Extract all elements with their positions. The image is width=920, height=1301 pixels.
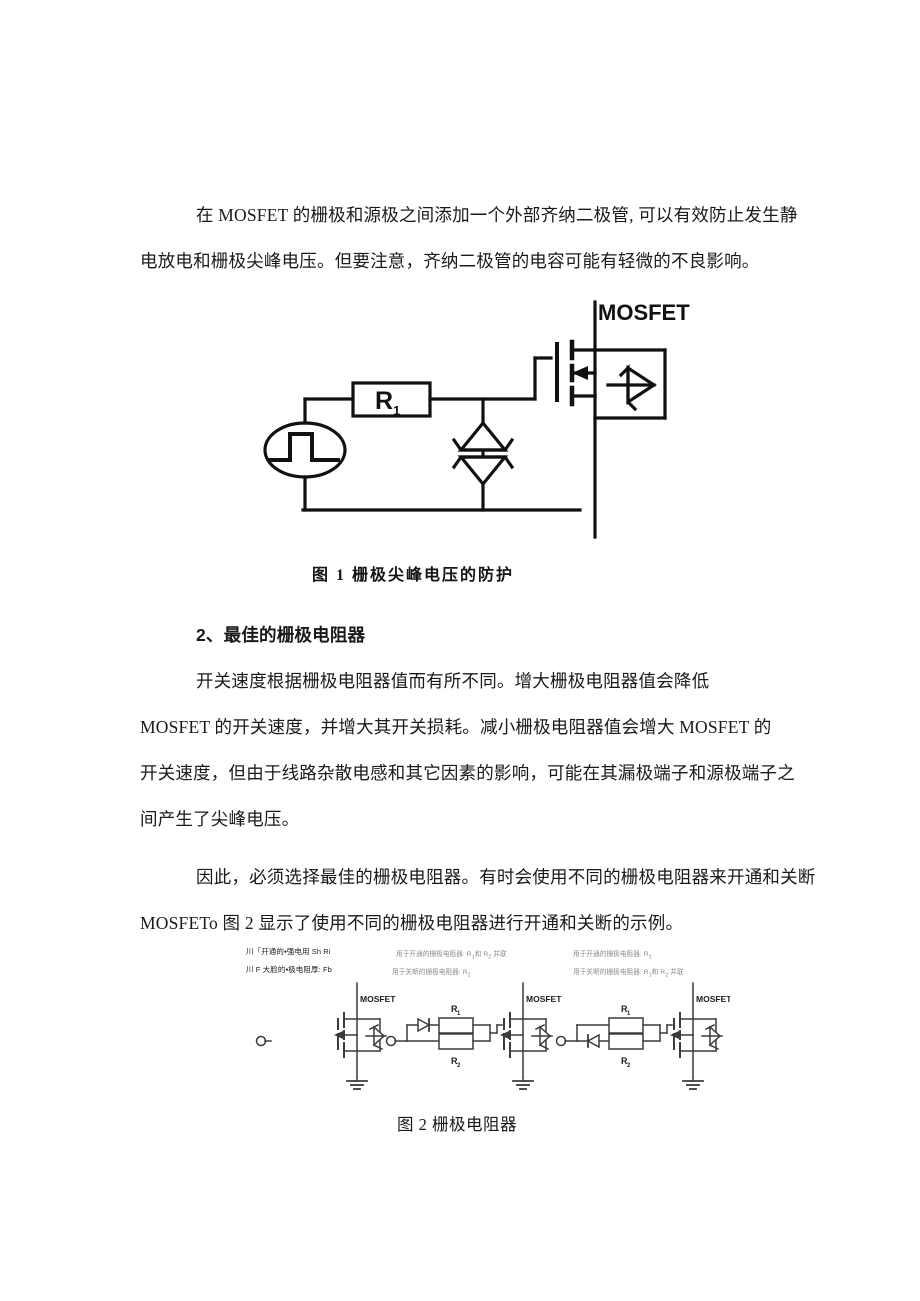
paragraph-3-line-2: MOSFET 的开关速度，并增大其开关损耗。减小栅极电阻器值会增大 MOSFET…: [140, 704, 771, 750]
annot-right-2-prefix: 用于关断的栅极电阻器: R: [573, 969, 649, 976]
c3-resistor-R1-body: [608, 1017, 644, 1034]
c3-gate-terminal-circle: [555, 1035, 567, 1047]
figure-2-annotation-left-1: 川「开通的▪强电用 Sh Ri: [246, 947, 331, 956]
c3-body-diode-bar2: [708, 1043, 720, 1051]
annot-mid-1-suffix: 并联: [491, 951, 507, 958]
paragraph-3-line-3-text: 开关速度，但由于线路杂散电感和其它因素的影响，可能在其漏极端子和源极端子之: [140, 763, 795, 783]
annot-right-1-sub1: 1: [648, 954, 652, 961]
paragraph-3-line-1: 开关速度根据栅极电阻器值而有所不同。增大栅极电阻器值会降低: [196, 658, 709, 704]
c2-mosfet-label: MOSFET: [526, 994, 562, 1004]
annot-mid-2-sub1: 2: [467, 972, 471, 979]
paragraph-1-line-1-text: 在 MOSFET 的栅极和源极之间添加一个外部齐纳二极管, 可以有效防止发生静: [196, 205, 798, 225]
figure-2-annotation-mid-2: 用于关断的栅极电阻器: R2: [392, 966, 471, 978]
c1-mosfet-label: MOSFET: [360, 994, 396, 1004]
figure-2-circuits: MOSFET MOSFET MOSFET R 1 R 2 R 1 R 2: [250, 977, 730, 1097]
figure-2-annotation-right-1: 用于开通的栅极电阻器: R1: [573, 948, 652, 960]
paragraph-1-line-1: 在 MOSFET 的栅极和源极之间添加一个外部齐纳二极管, 可以有效防止发生静: [196, 192, 798, 238]
mosfet-body-arrow: [572, 366, 588, 380]
c2-body-arrow: [500, 1031, 509, 1039]
c3-r2-label: R: [621, 1056, 628, 1066]
paragraph-1-line-2: 电放电和栅极尖峰电压。但要注意，齐纳二极管的电容可能有轻微的不良影响。: [140, 238, 760, 284]
c2-r1-label: R: [451, 1004, 458, 1014]
c2-body-diode-bar1: [534, 1023, 546, 1031]
c2-resistor-R1-body: [438, 1017, 474, 1034]
pulse-source-circle: [263, 421, 347, 479]
annot-right-2-sub2: 2: [665, 972, 669, 979]
paragraph-3-line-3: 开关速度，但由于线路杂散电感和其它因素的影响，可能在其漏极端子和源极端子之: [140, 750, 795, 796]
annot-mid-2-prefix: 用于关断的栅极电阻器: R: [392, 969, 468, 976]
paragraph-4-line-2-text: MOSFETo 图 2 显示了使用不同的栅极电阻器进行开通和关断的示例。: [140, 913, 684, 933]
figure-2-annotation-right-2: 用于关断的栅极电阻器: R1和 R2 并联: [573, 966, 684, 978]
paragraph-3-line-4-text: 间产生了尖峰电压。: [140, 809, 300, 829]
annot-mid-1-sub2: 2: [488, 954, 492, 961]
c3-resistor-R2-body: [608, 1033, 644, 1050]
annot-mid-1-mid: 和 R: [474, 951, 489, 958]
figure-1-mosfet-label: MOSFET: [598, 300, 690, 325]
annot-right-2-suffix: 并联: [668, 969, 684, 976]
zener-upper-bar: [451, 437, 515, 452]
paragraph-4-line-2: MOSFETo 图 2 显示了使用不同的栅极电阻器进行开通和关断的示例。: [140, 900, 683, 946]
figure-2-annotation-left-2: 川 F 大脸的▪极电阻厚: Fb: [246, 965, 332, 974]
paragraph-1-line-2-text: 电放电和栅极尖峰电压。但要注意，齐纳二极管的电容可能有轻微的不良影响。: [140, 251, 760, 271]
c1-gate-terminal-circle: [255, 1035, 267, 1047]
annot-right-1-prefix: 用于开通的栅极电阻器: R: [573, 951, 649, 958]
c3-diode-tri: [586, 1033, 600, 1049]
c1-body-arrow: [334, 1031, 343, 1039]
annot-right-2-mid: 和 R: [651, 969, 666, 976]
c2-resistor-R2-body: [438, 1033, 474, 1050]
figure-2-annotation-mid-1: 用于开通的栅极电阻器: R1和 R2 并联: [396, 948, 507, 960]
figure-1-circuit: MOSFET R 1: [250, 282, 710, 552]
annot-mid-1-prefix: 用于开通的栅极电阻器: R: [396, 951, 472, 958]
c3-r1-label: R: [621, 1004, 628, 1014]
paragraph-4-line-1-text: 因此，必须选择最佳的栅极电阻器。有时会使用不同的栅极电阻器来开通和关断: [196, 867, 816, 887]
c3-body-arrow: [670, 1031, 679, 1039]
section-heading-2: 2、最佳的栅极电阻器: [196, 612, 365, 658]
figure-1-resistor-label: R: [375, 387, 393, 415]
c2-r2-label: R: [451, 1056, 458, 1066]
c2-diode-tri: [417, 1017, 431, 1033]
c2-r2-sub: 2: [457, 1063, 461, 1069]
c2-body-diode-bar2: [538, 1043, 550, 1051]
c2-gate-terminal-circle: [385, 1035, 397, 1047]
annot-mid-1-sub1: 1: [471, 954, 475, 961]
pulse-waveform-glyph: [268, 432, 340, 462]
c1-body-diode-bar2: [372, 1043, 384, 1051]
paragraph-4-line-1: 因此，必须选择最佳的栅极电阻器。有时会使用不同的栅极电阻器来开通和关断: [196, 854, 816, 900]
zener-lower-triangle: [457, 455, 509, 487]
c3-body-diode-bar1: [704, 1023, 716, 1031]
figure-1-svg: MOSFET R 1: [263, 300, 690, 539]
c3-r2-sub: 2: [627, 1063, 631, 1069]
zener-lower-bar: [451, 455, 515, 470]
annot-right-2-sub1: 1: [648, 972, 652, 979]
figure-1-caption: 图 1 栅极尖峰电压的防护: [312, 567, 515, 584]
section-heading-2-text: 2、最佳的栅极电阻器: [196, 625, 366, 645]
figure-2-caption: 图 2 栅极电阻器: [397, 1115, 517, 1134]
figure-2-svg: MOSFET MOSFET MOSFET R 1 R 2 R 1 R 2: [255, 982, 730, 1090]
paragraph-3-line-1-text: 开关速度根据栅极电阻器值而有所不同。增大栅极电阻器值会降低: [196, 671, 710, 691]
c3-r1-sub: 1: [627, 1011, 631, 1017]
zener-upper-triangle: [457, 420, 509, 452]
c1-body-diode-bar1: [368, 1023, 380, 1031]
figure-1-resistor-sublabel: 1: [393, 403, 400, 418]
c2-r1-sub: 1: [457, 1011, 461, 1017]
paragraph-3-line-4: 间产生了尖峰电压。: [140, 796, 299, 842]
paragraph-3-line-2-text: MOSFET 的开关速度，并增大其开关损耗。减小栅极电阻器值会增大 MOSFET…: [140, 717, 772, 737]
c3-mosfet-label: MOSFET: [696, 994, 730, 1004]
